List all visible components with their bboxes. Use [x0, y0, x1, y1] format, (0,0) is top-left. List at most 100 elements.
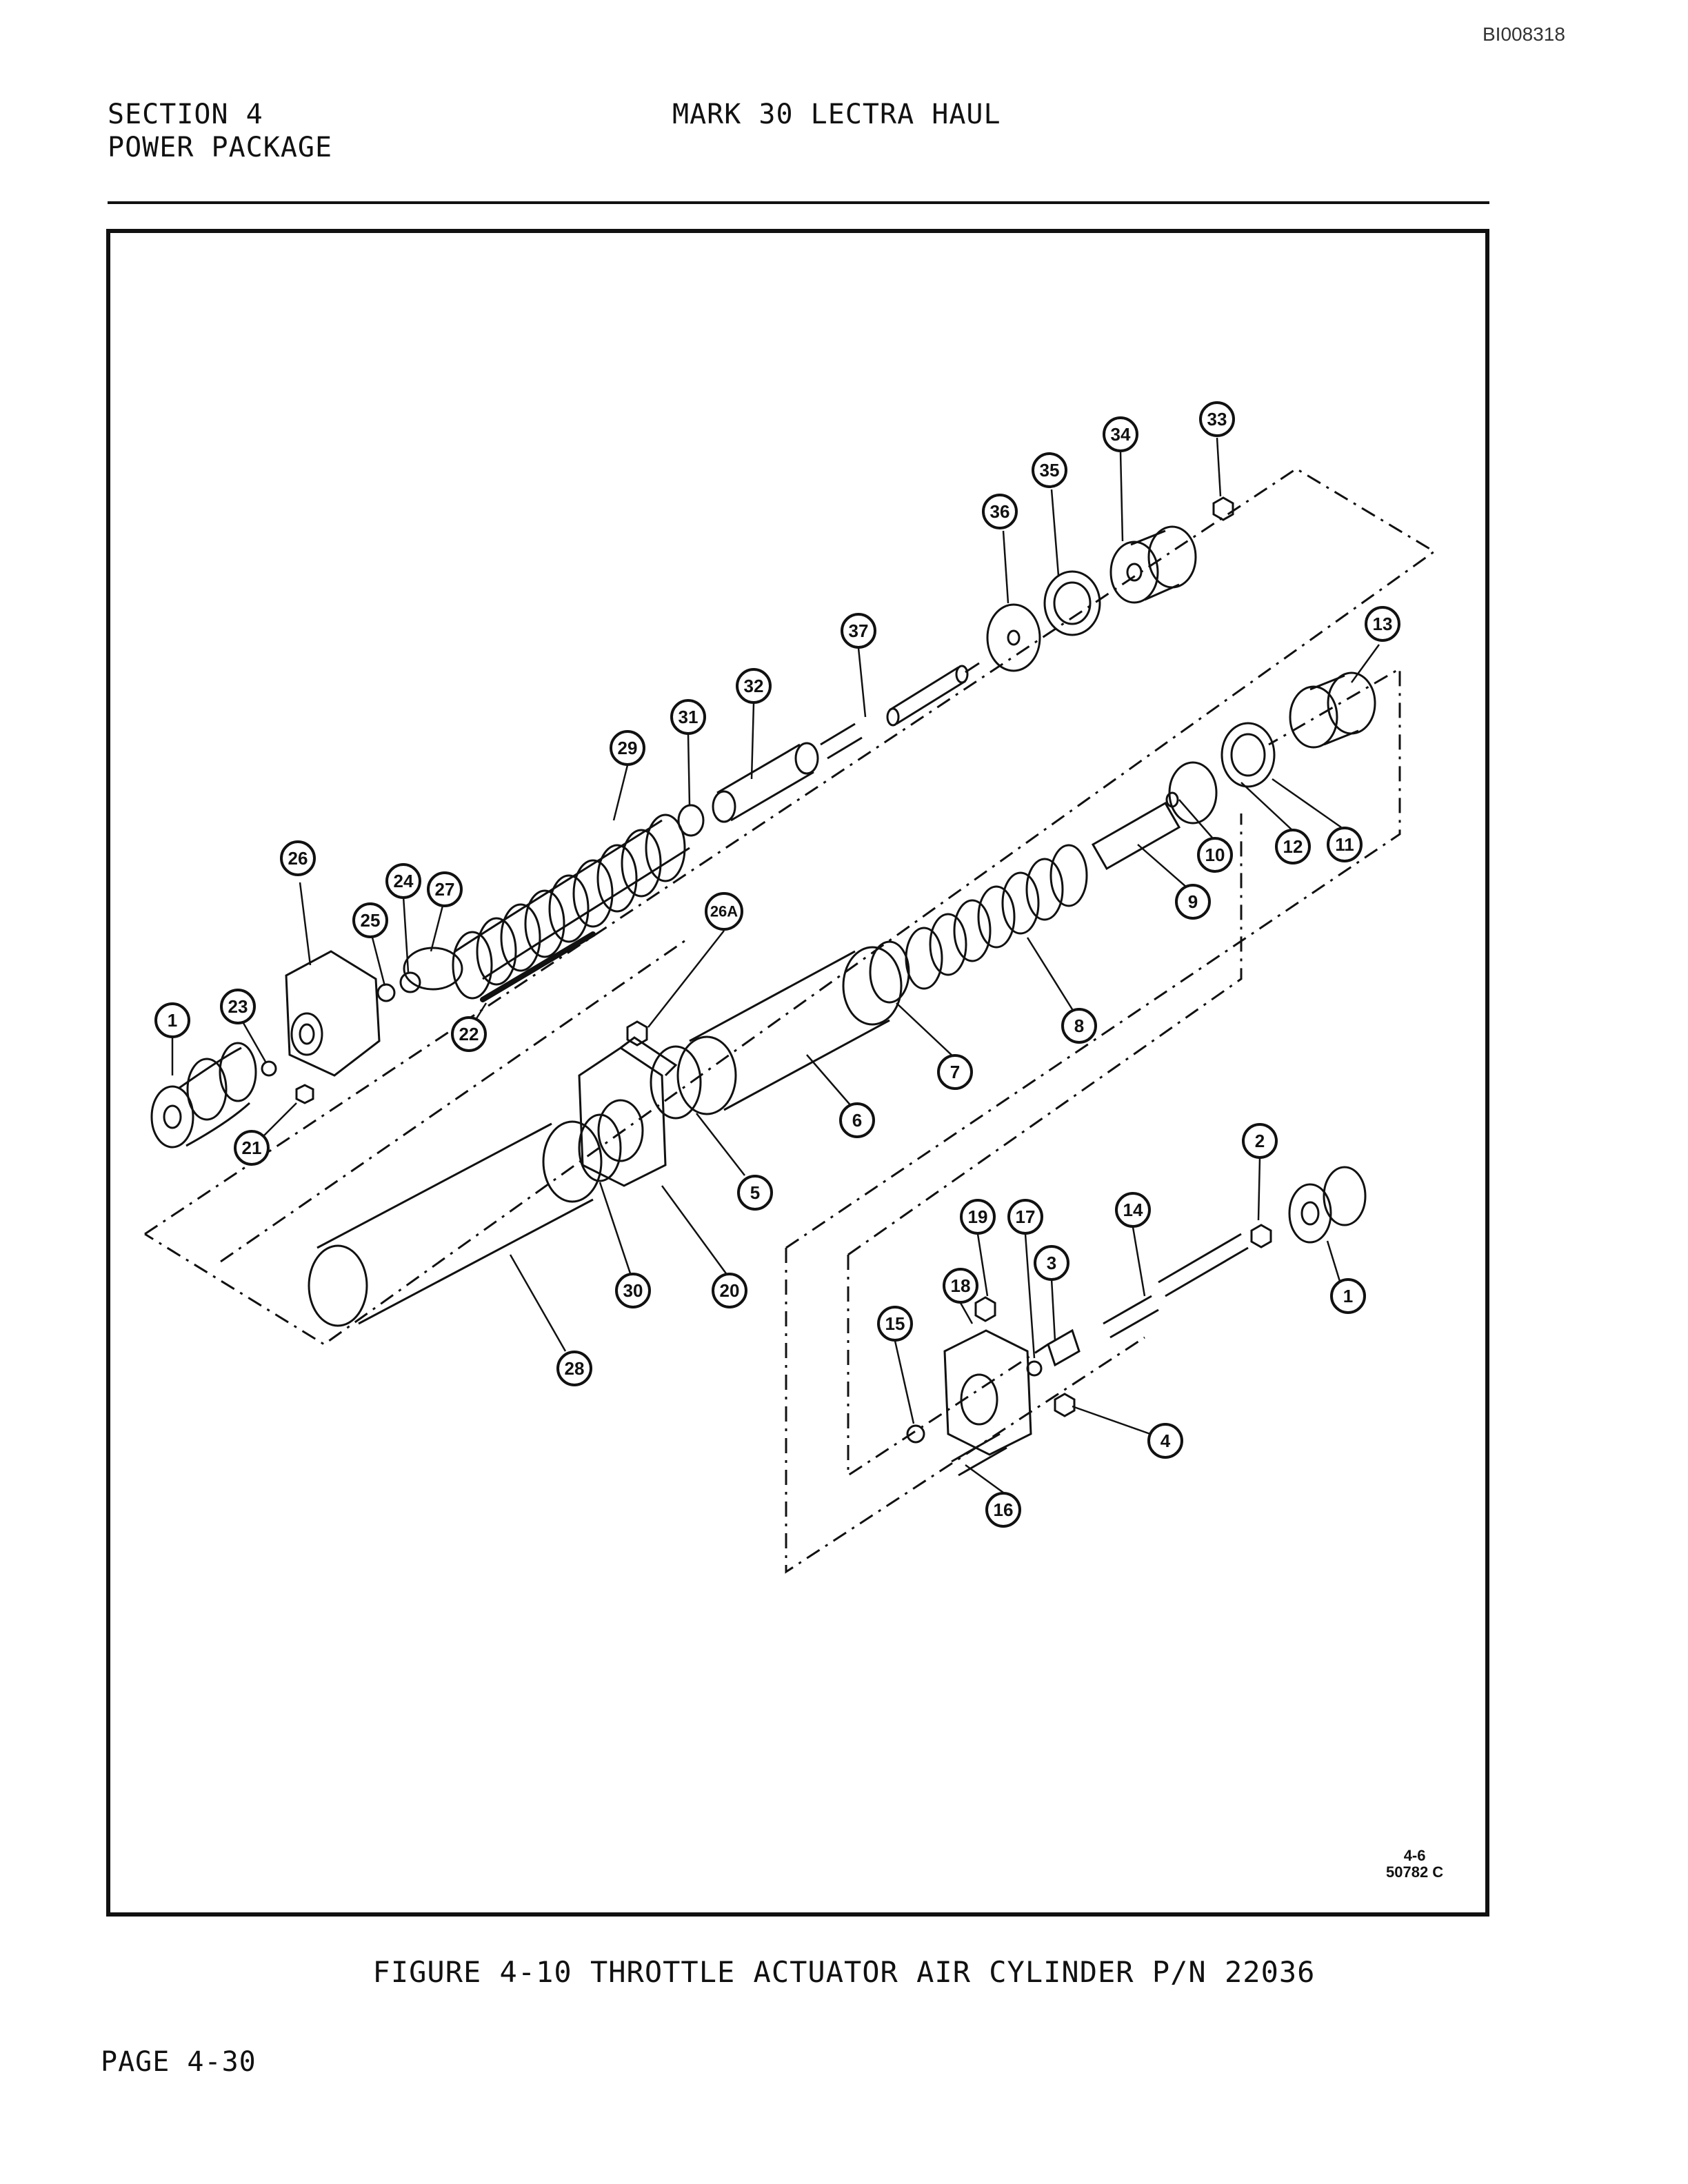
callout-item-8: 8	[1061, 1008, 1097, 1044]
svg-text:19: 19	[968, 1206, 988, 1227]
callout-item-26: 26	[280, 840, 316, 876]
callout-item-19: 19	[960, 1199, 996, 1235]
drawing-ref-number: 4-6	[1403, 1847, 1426, 1864]
callout-item-34: 34	[1103, 416, 1138, 452]
svg-text:7: 7	[950, 1062, 960, 1082]
callout-item-11: 11	[1327, 827, 1363, 862]
callout-item-22: 22	[451, 1016, 487, 1052]
svg-text:37: 37	[849, 620, 869, 641]
svg-text:16: 16	[994, 1499, 1014, 1520]
svg-text:3: 3	[1047, 1253, 1056, 1273]
svg-text:5: 5	[750, 1182, 760, 1203]
callout-item-37: 37	[841, 613, 876, 649]
spring-8	[905, 844, 1088, 990]
callout-item-12: 12	[1275, 829, 1311, 865]
callout-item-4: 4	[1147, 1423, 1183, 1459]
callout-item-9: 9	[1175, 884, 1211, 920]
spring-29	[452, 813, 690, 1000]
svg-text:30: 30	[623, 1280, 643, 1301]
svg-text:36: 36	[990, 501, 1010, 522]
tube-6	[676, 946, 903, 1115]
callout-item-31: 31	[670, 699, 706, 735]
callout-item-28: 28	[556, 1351, 592, 1386]
callout-group: 1 23 21 26 25 24 27 22 29 31 32 37 36 35…	[154, 401, 1400, 1528]
svg-text:22: 22	[459, 1024, 479, 1044]
callout-item-29: 29	[610, 730, 645, 766]
rod-37	[886, 662, 980, 727]
svg-text:25: 25	[361, 910, 381, 931]
callout-item-5: 5	[737, 1175, 773, 1211]
callout-item-33: 33	[1199, 401, 1235, 437]
callout-item-24: 24	[385, 863, 421, 899]
svg-text:26A: 26A	[710, 903, 738, 920]
figure-caption: FIGURE 4-10 THROTTLE ACTUATOR AIR CYLIND…	[372, 1955, 1316, 1989]
callout-item-3: 3	[1034, 1245, 1069, 1281]
svg-text:31: 31	[679, 707, 699, 727]
callout-item-21: 21	[234, 1130, 270, 1166]
manual-title: MARK 30 LECTRA HAUL	[672, 99, 1001, 130]
svg-text:9: 9	[1188, 891, 1198, 912]
callout-item-23: 23	[220, 989, 256, 1024]
callout-item-10: 10	[1197, 837, 1233, 873]
svg-text:17: 17	[1016, 1206, 1036, 1227]
end-cap-left	[150, 1042, 257, 1149]
callout-item-15: 15	[877, 1306, 913, 1342]
svg-text:24: 24	[394, 871, 414, 891]
svg-text:10: 10	[1205, 845, 1225, 865]
end-block-26	[285, 950, 381, 1077]
svg-text:6: 6	[852, 1110, 862, 1131]
end-block-lower	[943, 1329, 1032, 1456]
callout-item-32: 32	[736, 668, 772, 704]
callout-item-18: 18	[943, 1268, 978, 1304]
svg-text:14: 14	[1123, 1200, 1143, 1220]
callout-item-14: 14	[1115, 1192, 1151, 1228]
callout-item-6: 6	[839, 1102, 875, 1138]
callout-item-17: 17	[1007, 1199, 1043, 1235]
svg-text:34: 34	[1111, 424, 1131, 445]
section-name: POWER PACKAGE	[108, 132, 333, 163]
svg-text:1: 1	[168, 1010, 177, 1031]
section-number: SECTION 4	[108, 99, 263, 130]
svg-text:8: 8	[1074, 1015, 1084, 1036]
callout-item-30: 30	[615, 1273, 651, 1308]
svg-text:1: 1	[1343, 1286, 1353, 1306]
svg-text:33: 33	[1207, 409, 1227, 429]
callout-item-25: 25	[352, 902, 388, 938]
cap-13	[1289, 671, 1376, 749]
callout-item-1-right: 1	[1330, 1278, 1366, 1314]
svg-text:32: 32	[744, 676, 764, 696]
page-number: PAGE 4-30	[101, 2046, 257, 2078]
callout-item-2: 2	[1242, 1123, 1278, 1159]
svg-text:2: 2	[1255, 1131, 1265, 1151]
callout-item-35: 35	[1032, 452, 1067, 488]
svg-text:26: 26	[288, 848, 308, 869]
callout-item-36: 36	[982, 494, 1018, 529]
main-tube-28	[308, 1120, 603, 1327]
callout-item-27: 27	[427, 871, 463, 907]
drawing-reference: 4-6 50782 C	[1386, 1848, 1443, 1881]
assembly-outline-lines	[144, 467, 1436, 1574]
end-cap-right	[1288, 1166, 1367, 1244]
figure-frame	[106, 229, 1489, 1917]
callout-item-7: 7	[937, 1054, 973, 1090]
callout-item-1-left: 1	[154, 1002, 190, 1038]
svg-text:11: 11	[1335, 834, 1354, 855]
svg-text:12: 12	[1283, 836, 1303, 857]
header-rule	[108, 201, 1489, 204]
svg-text:15: 15	[885, 1313, 905, 1334]
svg-text:21: 21	[242, 1138, 262, 1158]
callout-item-20: 20	[712, 1273, 747, 1308]
section-heading: SECTION 4 POWER PACKAGE	[108, 98, 332, 164]
drawing-ref-code: 50782 C	[1386, 1863, 1444, 1881]
document-id: BI008318	[1483, 23, 1565, 45]
svg-text:27: 27	[435, 879, 455, 900]
svg-text:23: 23	[228, 996, 248, 1017]
spacer-tube-32	[712, 742, 819, 823]
svg-text:29: 29	[618, 738, 638, 758]
svg-text:4: 4	[1160, 1430, 1171, 1451]
svg-text:18: 18	[951, 1275, 971, 1296]
cap-34	[1109, 525, 1197, 604]
callout-item-26a: 26A	[705, 892, 743, 931]
svg-text:20: 20	[720, 1280, 740, 1301]
